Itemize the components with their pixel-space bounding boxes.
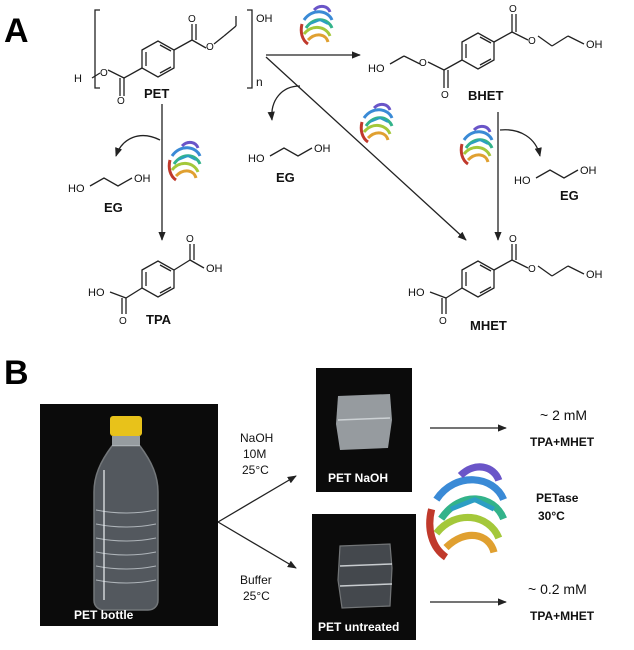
- pet-o-top: O: [188, 14, 196, 25]
- arrow-to-naoh: [217, 475, 297, 523]
- eg-right-ho: HO: [514, 175, 531, 187]
- bottle-photo: [40, 404, 218, 626]
- naoh-condition-1: NaOH: [240, 431, 273, 445]
- tpa-o-top: O: [186, 234, 194, 245]
- naoh-condition-2: 10M: [243, 447, 266, 461]
- mhet-o-top: O: [509, 234, 517, 245]
- eg-mid-structure: [269, 147, 313, 157]
- bhet-o-bottom: O: [441, 90, 449, 101]
- panel-label-b: B: [4, 354, 29, 392]
- pet-o-right: O: [206, 42, 214, 53]
- result-naoh-amount: ~ 2 mM: [540, 407, 587, 423]
- buffer-condition-1: Buffer: [240, 573, 272, 587]
- bhet-ho: HO: [368, 63, 385, 75]
- buffer-condition-2: 25°C: [243, 589, 270, 603]
- tpa-name: TPA: [146, 312, 172, 327]
- result-untreated-products: TPA+MHET: [530, 609, 595, 623]
- enzyme-label-name: PETase: [536, 491, 579, 505]
- bhet-o-top: O: [509, 4, 517, 15]
- film-photo: [312, 514, 416, 640]
- tpa-structure: [109, 244, 205, 314]
- tpa-o-bottom: O: [119, 316, 127, 327]
- eg-left-oh: OH: [134, 173, 151, 185]
- eg-left-ho: HO: [68, 183, 85, 195]
- pet-oh: OH: [256, 13, 273, 25]
- mhet-o-right: O: [528, 264, 536, 275]
- tpa-oh: OH: [206, 263, 223, 275]
- enzyme-icon: [359, 102, 394, 144]
- eg-right-structure: [535, 169, 579, 179]
- enzyme-icon: [167, 140, 202, 182]
- bhet-o-left: O: [419, 58, 427, 69]
- panel-label-a: A: [4, 12, 29, 50]
- photo-naoh-caption: PET NaOH: [328, 471, 388, 485]
- bhet-oh: OH: [586, 39, 603, 51]
- bottle-caption: PET bottle: [74, 608, 134, 622]
- eg-right-name: EG: [560, 188, 579, 203]
- pet-o-carbonyl: O: [117, 96, 125, 107]
- bhet-o-right: O: [528, 36, 536, 47]
- enzyme-icon: [299, 4, 334, 46]
- arrow-eg-release-left: [115, 135, 161, 157]
- arrow-eg-release-right: [499, 129, 542, 157]
- eg-right-oh: OH: [580, 165, 597, 177]
- arrow-eg-release-mid: [267, 85, 301, 121]
- pet-structure: [91, 9, 253, 96]
- enzyme-label-temp: 30°C: [538, 509, 565, 523]
- bhet-name: BHET: [468, 88, 503, 103]
- naoh-condition-3: 25°C: [242, 463, 269, 477]
- arrow-to-untreated: [217, 521, 297, 569]
- eg-mid-name: EG: [276, 170, 295, 185]
- pet-o-left: O: [100, 68, 108, 79]
- mhet-ho: HO: [408, 287, 425, 299]
- arrow-pet-to-mhet: [265, 56, 467, 241]
- tpa-ho: HO: [88, 287, 105, 299]
- result-untreated-amount: ~ 0.2 mM: [528, 581, 587, 597]
- pet-h: H: [74, 73, 82, 85]
- eg-left-structure: [89, 177, 133, 187]
- mhet-oh: OH: [586, 269, 603, 281]
- mhet-name: MHET: [470, 318, 507, 333]
- pet-name: PET: [144, 86, 169, 101]
- mhet-structure: [429, 244, 585, 314]
- enzyme-icon: [430, 467, 504, 557]
- mhet-o-bottom: O: [439, 316, 447, 327]
- photo-untreated-caption: PET untreated: [318, 620, 399, 634]
- eg-mid-ho: HO: [248, 153, 265, 165]
- film-photo: [316, 368, 412, 492]
- eg-left-name: EG: [104, 200, 123, 215]
- eg-mid-oh: OH: [314, 143, 331, 155]
- enzyme-icon: [459, 124, 494, 166]
- result-naoh-products: TPA+MHET: [530, 435, 595, 449]
- bhet-structure: [389, 14, 585, 88]
- pet-n: n: [256, 75, 263, 89]
